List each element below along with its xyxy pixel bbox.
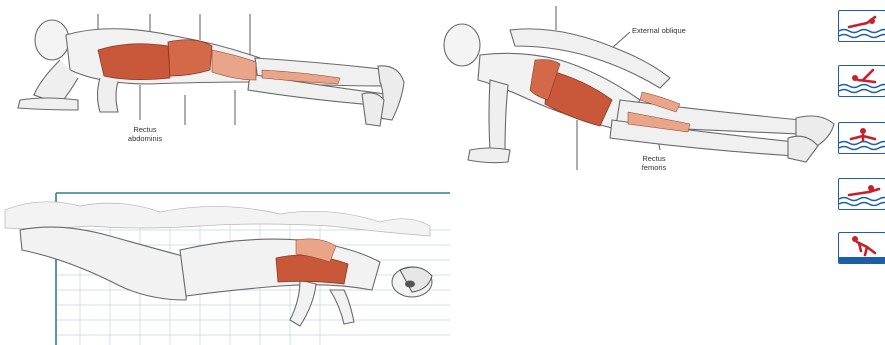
rectus-femoris-label: Rectus femoris — [632, 154, 676, 172]
external-oblique-label: External oblique — [632, 26, 712, 35]
rectus-abdominis-label-line2: abdominis — [120, 134, 170, 143]
freestyle-icon[interactable] — [838, 10, 885, 42]
rectus-abdominis-label: Rectus abdominis — [120, 125, 170, 143]
rectus-abdominis-label-line1: Rectus — [120, 125, 170, 134]
rectus-femoris-label-line1: Rectus — [632, 154, 676, 163]
backstroke-icon[interactable] — [838, 65, 885, 97]
dive-start-icon[interactable] — [838, 232, 885, 264]
breaststroke-icon[interactable] — [838, 122, 885, 154]
plank-illustration — [0, 0, 420, 170]
rectus-femoris-label-line2: femoris — [632, 163, 676, 172]
butterfly-icon[interactable] — [838, 178, 885, 210]
